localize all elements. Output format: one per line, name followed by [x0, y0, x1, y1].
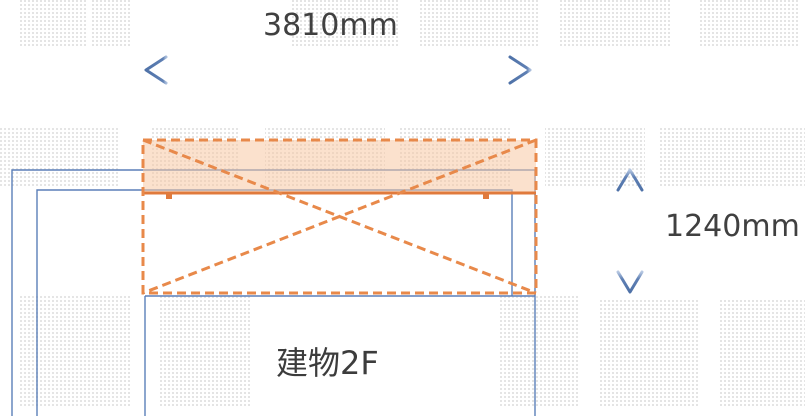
watermark-pattern [0, 0, 805, 406]
width-dimension-arrow [144, 55, 532, 85]
unit-cross-line-2 [142, 138, 537, 295]
height-dimension-label: 1240mm [665, 209, 800, 244]
unit-foot-right [483, 193, 489, 199]
height-dimension-arrow [616, 168, 644, 294]
unit-foot-left [166, 193, 172, 199]
unit-shaded-area [143, 140, 536, 193]
unit-placement [141, 138, 538, 295]
building-floor-label: 建物2F [276, 344, 379, 382]
width-dimension-label: 3810mm [263, 8, 398, 43]
unit-outline [141, 138, 538, 295]
